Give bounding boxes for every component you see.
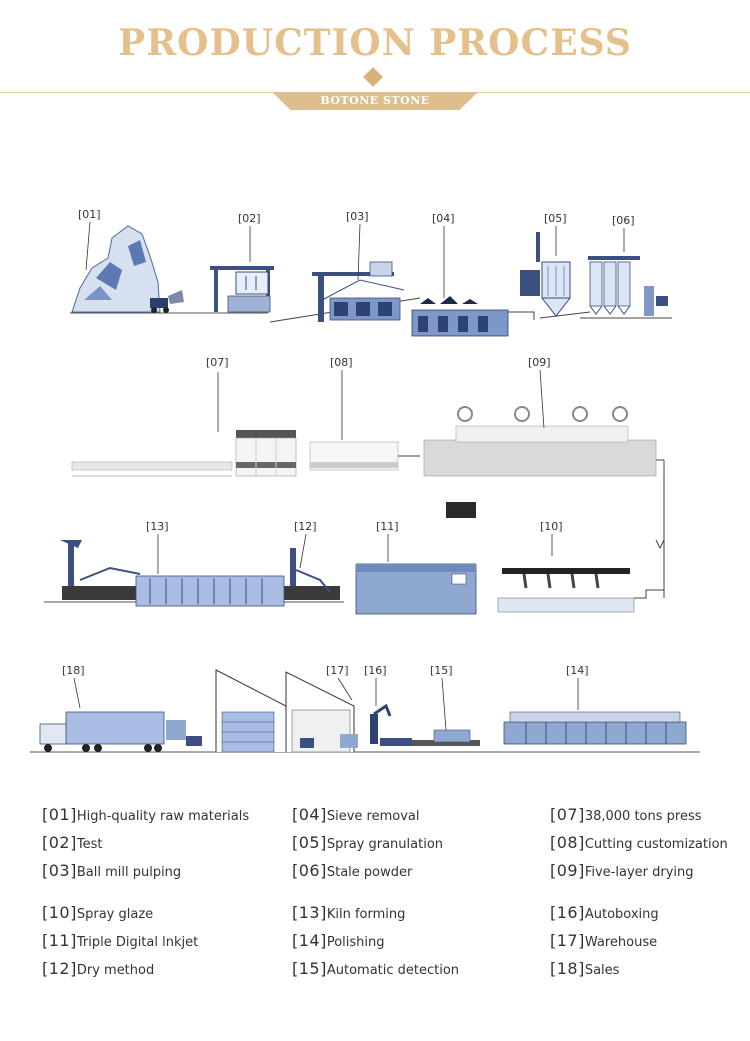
tag-11: [11] [376, 520, 399, 533]
legend-item-01: [01]High-quality raw materials [42, 805, 250, 825]
loader-icon [150, 290, 184, 313]
brand-subtitle: BOTONE STONE [320, 94, 430, 107]
row-3-equipment [44, 502, 665, 615]
powder-silo-icon [580, 256, 672, 319]
raw-material-rock-icon [71, 225, 161, 313]
legend-item-13: [13]Kiln forming [292, 903, 406, 923]
legend-item-03: [03]Ball mill pulping [42, 861, 182, 881]
detection-line-icon [412, 729, 480, 746]
legend-item-15: [15]Automatic detection [292, 959, 460, 979]
inkjet-printer-icon [355, 563, 477, 615]
sieve-icon [411, 296, 535, 337]
brand-ribbon [272, 92, 478, 110]
tag-07: [07] [206, 356, 229, 369]
tag-13: [13] [146, 520, 169, 533]
legend-item-18: [18]Sales [550, 959, 620, 979]
legend-item-10: [10]Spray glaze [42, 903, 154, 923]
ball-mill-icon [269, 261, 421, 323]
tag-04: [04] [432, 212, 455, 225]
tag-leaders [73, 221, 625, 731]
autoboxing-robot-icon [370, 703, 412, 746]
tag-05: [05] [544, 212, 567, 225]
legend-item-11: [11]Triple Digital lnkjet [42, 931, 199, 951]
legend-item-02: [02]Test [42, 833, 103, 853]
polishing-machine-icon [503, 711, 687, 745]
spray-tower-icon [520, 232, 591, 319]
tag-03: [03] [346, 210, 369, 223]
step-tags: [01] [02] [03] [04] [05] [06] [07] [08] … [62, 208, 635, 677]
legend-item-06: [06]Stale powder [292, 861, 413, 881]
row-1-equipment [70, 225, 672, 337]
glaze-line-icon [497, 568, 665, 613]
page-title: PRODUCTION PROCESS [118, 22, 632, 64]
tag-15: [15] [430, 664, 453, 677]
legend-item-05: [05]Spray granulation [292, 833, 444, 853]
tag-08: [08] [330, 356, 353, 369]
tag-10: [10] [540, 520, 563, 533]
legend-item-14: [14]Polishing [292, 931, 385, 951]
warehouse-icon [215, 669, 358, 753]
tag-18: [18] [62, 664, 85, 677]
tag-02: [02] [238, 212, 261, 225]
tag-01: [01] [78, 208, 101, 221]
kiln-icon [60, 540, 340, 607]
legend-item-17: [17]Warehouse [550, 931, 658, 951]
press-icon [235, 430, 297, 477]
dryer-icon [423, 406, 665, 598]
tag-12: [12] [294, 520, 317, 533]
legend-item-12: [12]Dry method [42, 959, 155, 979]
legend-item-07: [07]38,000 tons press [550, 805, 702, 825]
test-station-icon [210, 266, 274, 313]
tag-14: [14] [566, 664, 589, 677]
row-2-equipment [71, 406, 665, 598]
tag-17: [17] [326, 664, 349, 677]
cutting-machine-icon [309, 441, 420, 471]
legend-item-09: [09]Five-layer drying [550, 861, 694, 881]
row-4-equipment [30, 669, 700, 753]
legend-item-16: [16]Autoboxing [550, 903, 659, 923]
legend-item-04: [04]Sieve removal [292, 805, 420, 825]
tag-06: [06] [612, 214, 635, 227]
tag-16: [16] [364, 664, 387, 677]
legend-item-08: [08]Cutting customization [550, 833, 728, 853]
tag-09: [09] [528, 356, 551, 369]
truck-icon [39, 711, 202, 752]
